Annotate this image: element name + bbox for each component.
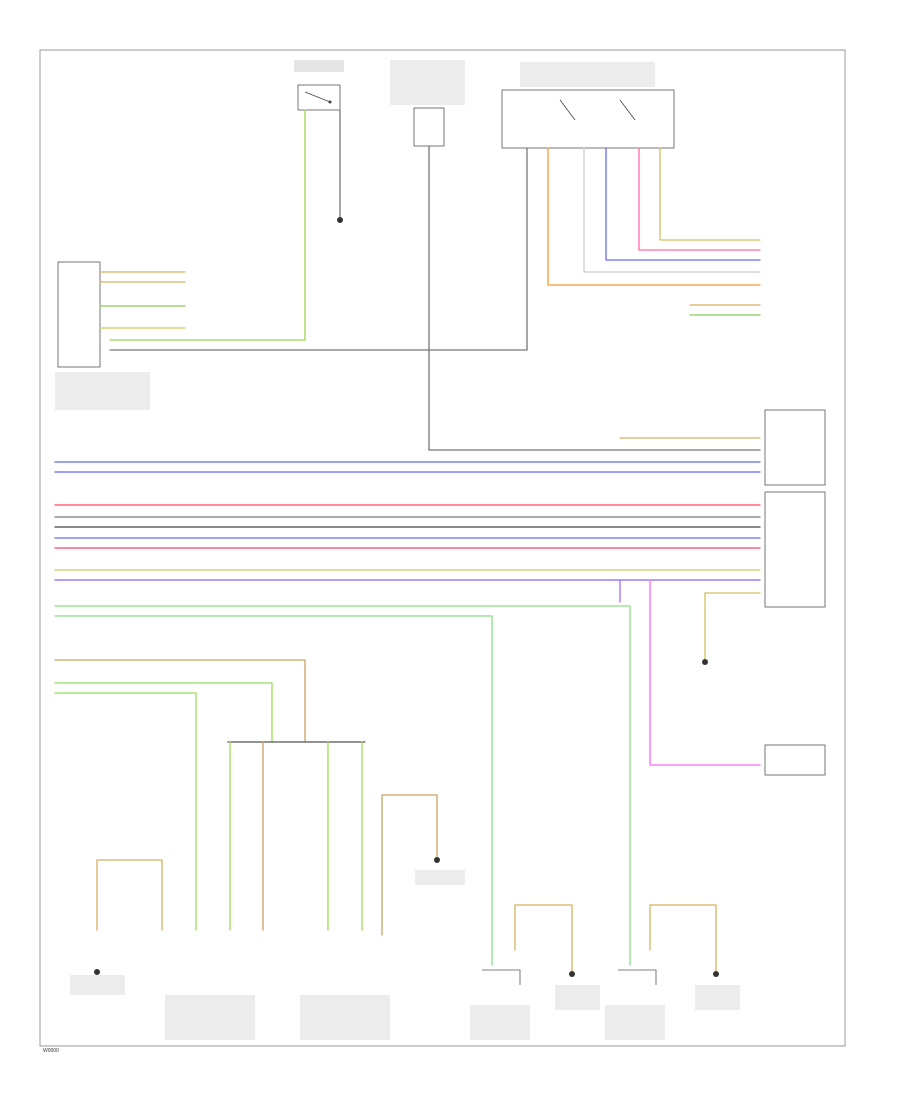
wires-lower-harness [54, 659, 366, 931]
wires-top-vertical [109, 109, 761, 451]
component-switch-top-left [294, 60, 344, 111]
wires-green-bus [54, 605, 631, 966]
component-right-module-3 [764, 744, 826, 776]
component-bottom-sensors [70, 870, 740, 1040]
wires-sensor-loops [514, 904, 719, 977]
component-right-module-1 [764, 409, 826, 486]
component-right-module-2 [764, 491, 826, 608]
wires-left-module [99, 271, 186, 329]
wire-mid-ground [381, 794, 440, 936]
diagram-frame [39, 49, 846, 1047]
wire-pink [649, 579, 761, 766]
wires-right-connector [619, 304, 761, 439]
wire-right-ground [702, 592, 761, 665]
wires-lower-left-loop [94, 859, 163, 975]
footer-code: W0000 [43, 1048, 59, 1054]
wires-horizontal-bus [54, 461, 761, 603]
component-left-module [55, 261, 150, 410]
component-relay-top-right [501, 62, 675, 149]
component-control-module-top [390, 60, 465, 147]
